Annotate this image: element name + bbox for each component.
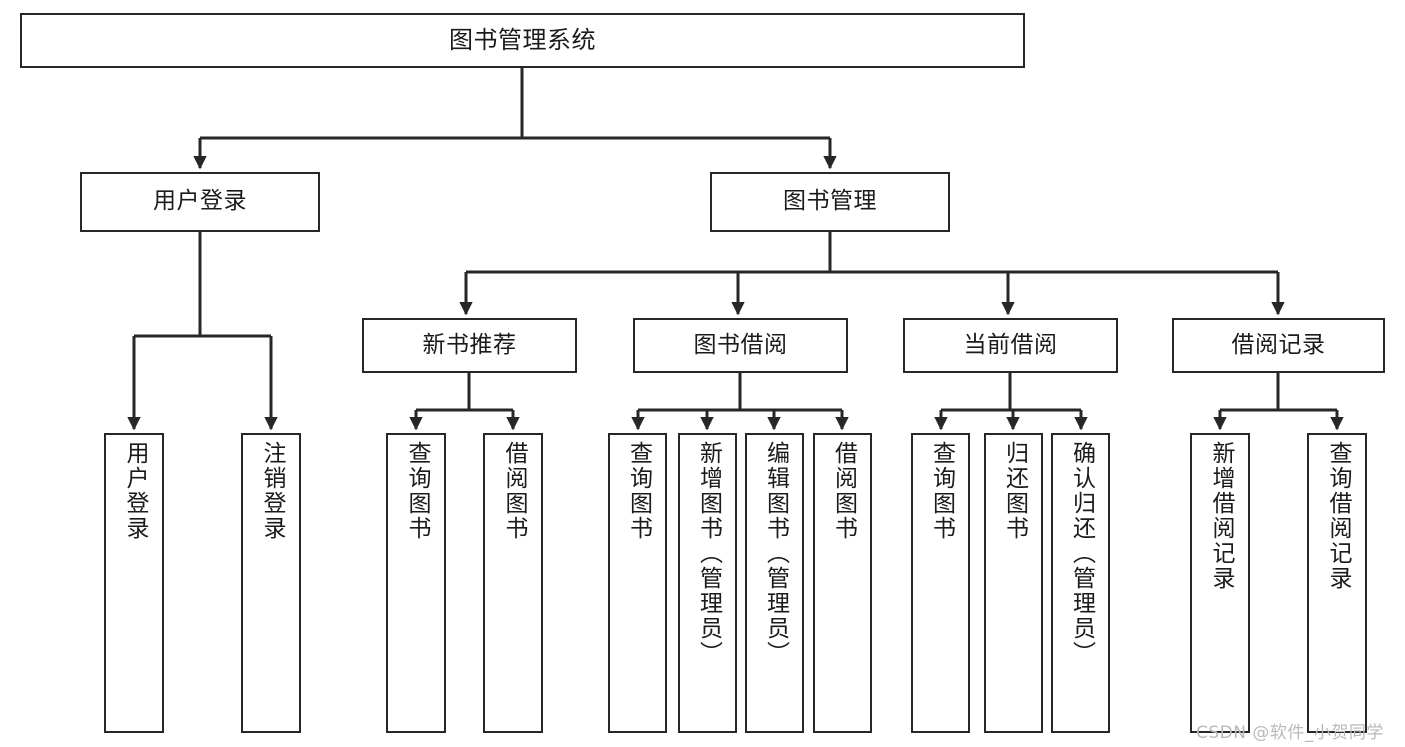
node-leaf-return-book[interactable]: 归还图书 (984, 433, 1043, 733)
node-leaf-borrow-book-2[interactable]: 借阅图书 (813, 433, 872, 733)
node-leaf-borrow-book-2-label: 借阅图书 (830, 441, 857, 541)
node-book-borrow[interactable]: 图书借阅 (633, 318, 848, 373)
node-leaf-query-book-1[interactable]: 查询图书 (386, 433, 446, 733)
node-current-borrow-label: 当前借阅 (963, 331, 1058, 358)
node-leaf-query-book-1-label: 查询图书 (403, 441, 430, 541)
node-leaf-add-book-label: 新增图书（管理员） (695, 441, 722, 666)
node-book-manage-label: 图书管理 (783, 188, 877, 215)
node-book-manage[interactable]: 图书管理 (710, 172, 950, 232)
node-current-borrow[interactable]: 当前借阅 (903, 318, 1118, 373)
node-leaf-confirm-return-label: 确认归还（管理员） (1068, 441, 1095, 666)
node-user-login-label: 用户登录 (153, 188, 247, 215)
node-leaf-add-book[interactable]: 新增图书（管理员） (678, 433, 737, 733)
node-leaf-edit-book[interactable]: 编辑图书（管理员） (745, 433, 804, 733)
node-leaf-confirm-return[interactable]: 确认归还（管理员） (1051, 433, 1110, 733)
node-leaf-logout-label: 注销登录 (258, 441, 285, 541)
node-root-label: 图书管理系统 (449, 26, 596, 55)
node-leaf-user-login[interactable]: 用户登录 (104, 433, 164, 733)
node-leaf-query-record[interactable]: 查询借阅记录 (1307, 433, 1367, 733)
node-new-book-recommend-label: 新书推荐 (422, 331, 517, 358)
csdn-watermark: CSDN @软件_小贺同学 (1196, 723, 1384, 743)
node-leaf-user-login-label: 用户登录 (121, 441, 148, 541)
node-leaf-logout[interactable]: 注销登录 (241, 433, 301, 733)
node-leaf-query-record-label: 查询借阅记录 (1324, 441, 1351, 591)
node-leaf-query-book-2-label: 查询图书 (625, 441, 652, 541)
node-book-borrow-label: 图书借阅 (693, 331, 788, 358)
node-new-book-recommend[interactable]: 新书推荐 (362, 318, 577, 373)
node-borrow-record-label: 借阅记录 (1231, 331, 1326, 358)
node-leaf-edit-book-label: 编辑图书（管理员） (762, 441, 789, 666)
node-leaf-borrow-book-1-label: 借阅图书 (500, 441, 527, 541)
node-leaf-query-book-3[interactable]: 查询图书 (911, 433, 970, 733)
node-leaf-query-book-3-label: 查询图书 (928, 441, 955, 541)
node-user-login[interactable]: 用户登录 (80, 172, 320, 232)
node-leaf-return-book-label: 归还图书 (1001, 441, 1028, 541)
node-leaf-query-book-2[interactable]: 查询图书 (608, 433, 667, 733)
node-borrow-record[interactable]: 借阅记录 (1172, 318, 1385, 373)
node-root[interactable]: 图书管理系统 (20, 13, 1025, 68)
node-leaf-add-record-label: 新增借阅记录 (1207, 441, 1234, 591)
node-leaf-borrow-book-1[interactable]: 借阅图书 (483, 433, 543, 733)
node-leaf-add-record[interactable]: 新增借阅记录 (1190, 433, 1250, 733)
